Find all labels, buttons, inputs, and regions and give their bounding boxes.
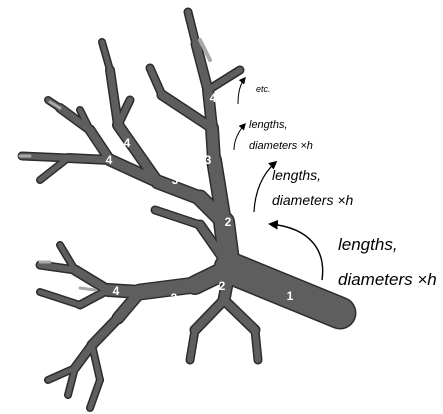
branching-tree [20,12,340,408]
generation-label: 2 [225,215,232,229]
annotation-medium-line-2: diameters ×h [272,192,354,208]
generation-label: 3 [205,153,212,167]
annotation-small-line-1: lengths, [249,119,288,131]
branch-segment [255,330,258,360]
branch-segment [92,318,118,345]
annotation-small: lengths, diameters ×h [249,119,313,152]
annotation-small-line-2: diameters ×h [249,140,313,152]
branch-segment [224,300,255,330]
generation-label: 2 [219,279,226,293]
generation-label: 4 [210,91,217,105]
branch-segment [208,70,240,90]
annotation-large: lengths, diameters ×h [338,235,437,289]
generation-label: 3 [171,291,178,305]
annotation-large-line-1: lengths, [338,235,398,254]
generation-label: 4 [113,284,120,298]
arrow-small [234,124,245,150]
annotation-medium: lengths, diameters ×h [272,167,354,208]
branch-highlight [80,288,95,290]
annotation-large-line-2: diameters ×h [338,270,437,289]
branch-segment [110,70,118,125]
branch-segment [212,128,214,160]
branch-segment [40,292,80,305]
annotation-medium-line-1: lengths, [272,167,321,183]
branch-segment [158,182,200,198]
generation-label: 1 [287,289,294,303]
branch-segment [188,12,196,44]
generation-label: 4 [106,153,113,167]
generation-label: 4 [124,320,131,334]
arrow-etc [238,78,245,104]
branch-segment [155,210,200,225]
annotation-etc-line-1: etc. [256,84,271,94]
generation-label: 3 [172,173,179,187]
generation-label: 4 [124,136,131,150]
branch-segment [230,268,340,313]
branch-segment [68,158,110,160]
branch-segment [140,285,195,292]
branch-segment [195,300,224,330]
branch-segment [80,290,108,305]
annotation-etc: etc. [256,84,271,94]
